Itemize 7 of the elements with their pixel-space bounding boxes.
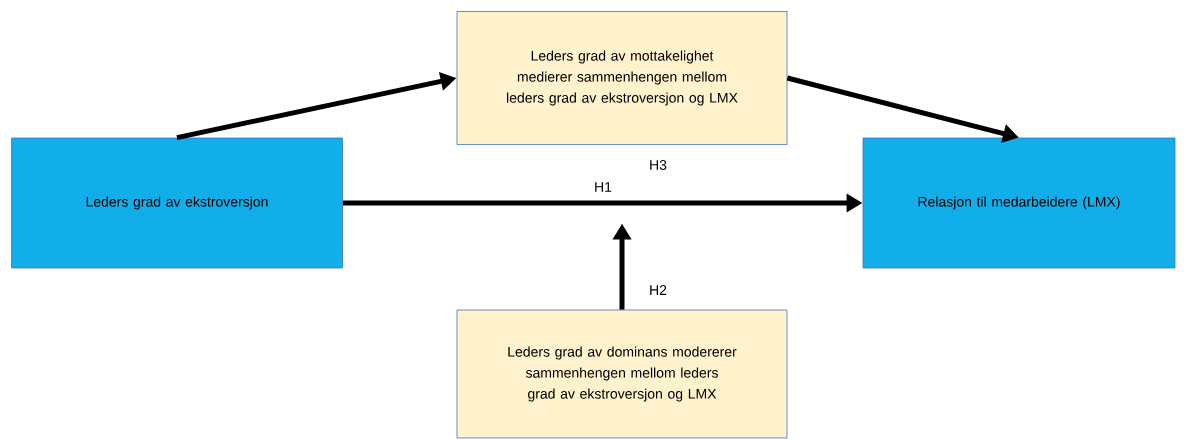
process-box: Leders grad av ekstroversjon [11, 137, 343, 269]
edge-label: H1 [595, 182, 612, 192]
note-box: Leders grad av dominans modererer sammenhengen mellom leders grad av ekstroversjon og LMX [456, 309, 788, 439]
note-box: Leders grad av mottakelighet medierer sammenhengen mellom leders grad av ekstroversjon og LMX [456, 11, 788, 145]
process-box: Relasjon til medarbeidere (LMX) [862, 137, 1176, 269]
edge-label: H2 [650, 285, 667, 295]
hypothesis-label: H3 [650, 160, 667, 170]
